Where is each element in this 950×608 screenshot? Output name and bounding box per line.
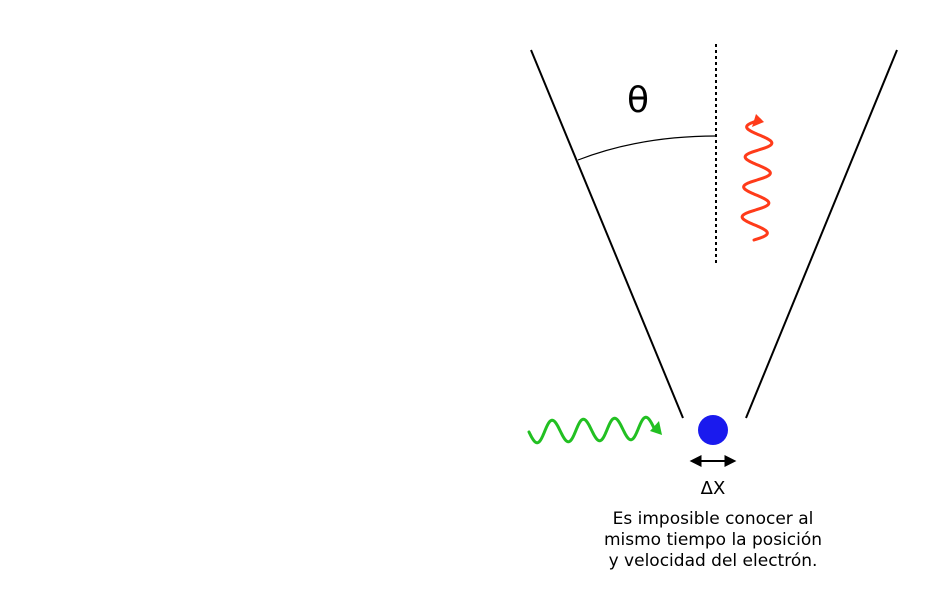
angle-label: θ <box>627 80 649 121</box>
incoming-photon-wave <box>527 415 656 445</box>
caption-line-1: Es imposible conocer al <box>613 509 814 529</box>
position-uncertainty-label: ΔX <box>701 478 726 499</box>
angle-arc <box>577 135 717 161</box>
cone-right-line <box>745 49 898 419</box>
scattered-photon-arrowhead <box>752 114 764 127</box>
scattered-photon-wave <box>740 118 774 242</box>
electron <box>698 415 728 445</box>
incoming-photon-arrowhead <box>650 421 662 435</box>
caption-line-2: mismo tiempo la posición <box>604 530 822 550</box>
caption-line-3: y velocidad del electrón. <box>609 551 818 571</box>
cone-left-line <box>530 49 684 419</box>
